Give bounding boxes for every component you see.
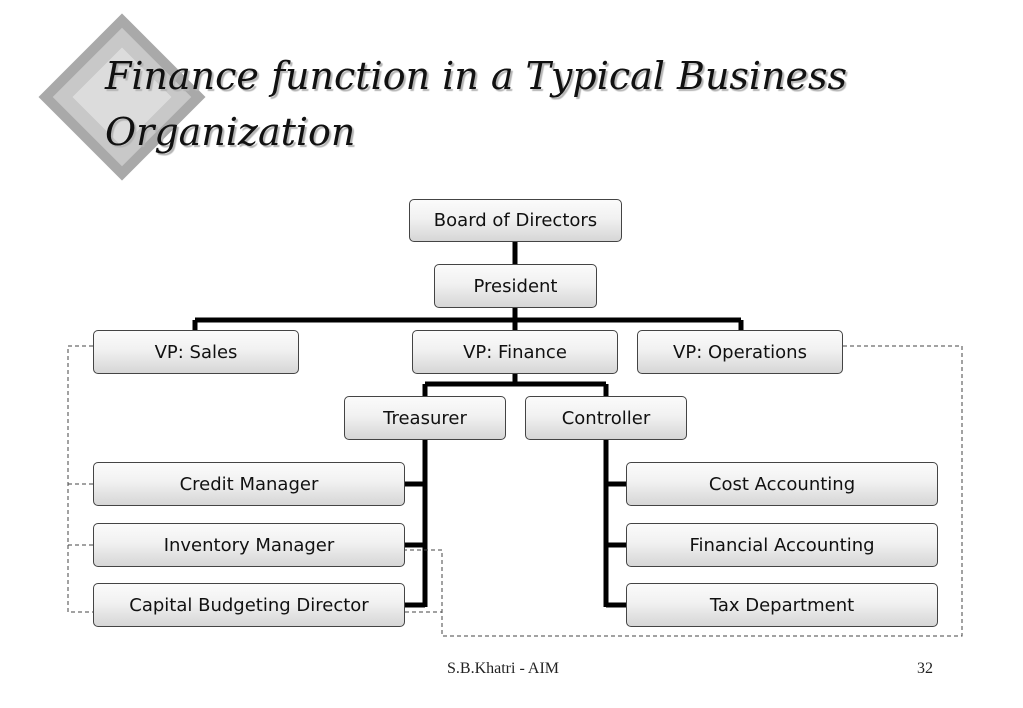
org-node-credit-manager: Credit Manager	[93, 462, 405, 506]
org-node-tax-department: Tax Department	[626, 583, 938, 627]
org-node-vp-sales: VP: Sales	[93, 330, 299, 374]
org-node-treasurer: Treasurer	[344, 396, 506, 440]
org-node-president: President	[434, 264, 597, 308]
footer-author: S.B.Khatri - AIM	[447, 660, 559, 677]
org-node-cost-accounting: Cost Accounting	[626, 462, 938, 506]
dashed-sales-link	[67, 345, 93, 613]
org-node-inventory-manager: Inventory Manager	[93, 523, 405, 567]
page-number: 32	[917, 660, 933, 677]
org-node-capital-budgeting-director: Capital Budgeting Director	[93, 583, 405, 627]
org-node-vp-finance: VP: Finance	[412, 330, 618, 374]
dashed-operations-link	[405, 345, 963, 637]
org-node-financial-accounting: Financial Accounting	[626, 523, 938, 567]
org-node-vp-operations: VP: Operations	[637, 330, 843, 374]
org-node-board: Board of Directors	[409, 199, 622, 242]
org-node-controller: Controller	[525, 396, 687, 440]
slide-title: Finance function in a Typical Business O…	[105, 54, 848, 154]
